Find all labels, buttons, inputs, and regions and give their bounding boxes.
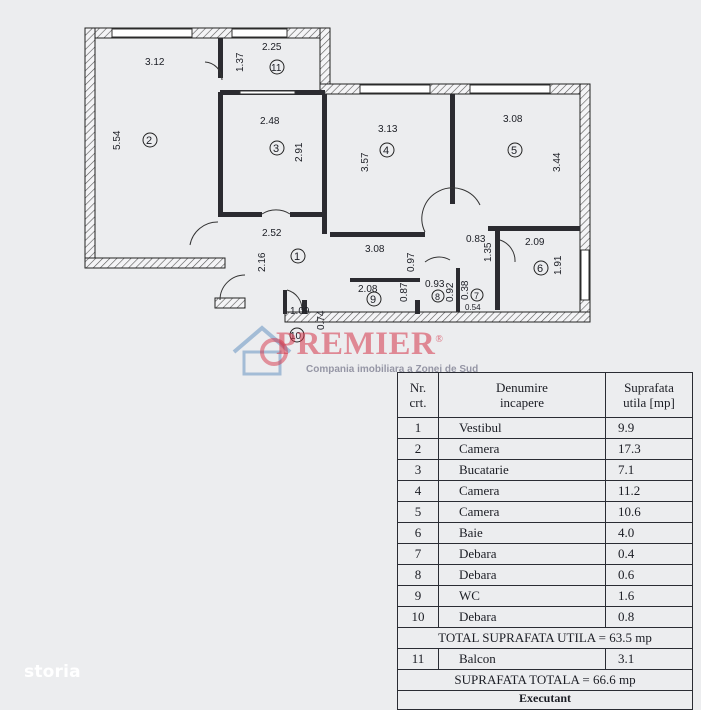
logo-text: PREMIER® <box>276 326 444 362</box>
walls <box>84 27 591 323</box>
dim-label: 0.38 <box>460 280 471 300</box>
room-number: 5 <box>511 145 517 157</box>
room-number: 3 <box>273 143 279 155</box>
dim-label: 2.16 <box>257 252 268 272</box>
dim-label: 0.93 <box>425 279 445 290</box>
dim-label: 2.48 <box>260 116 280 127</box>
dim-label: 3.57 <box>360 152 371 172</box>
dim-label: 3.13 <box>378 124 398 135</box>
room-number: 6 <box>537 263 543 275</box>
room-number: 4 <box>383 145 389 157</box>
dim-label: 0.87 <box>399 282 410 302</box>
dim-label: 2.08 <box>358 284 378 295</box>
executant-row: Executant <box>397 690 693 710</box>
logo-tagline: Compania imobiliara a Zonei de Sud <box>306 364 479 375</box>
room-number: 9 <box>370 294 376 306</box>
room-numbers <box>142 59 549 343</box>
room-number: 2 <box>146 135 152 147</box>
dim-label: 0.74 <box>316 310 327 330</box>
doors <box>189 61 516 311</box>
dim-label: 0.83 <box>466 234 486 245</box>
dim-label: 1.35 <box>483 242 494 262</box>
dim-label: 2.91 <box>294 142 305 162</box>
dim-label: 2.52 <box>262 228 282 239</box>
dim-label: 1.91 <box>553 255 564 275</box>
dim-label: 3.44 <box>552 152 563 172</box>
room-number: 7 <box>474 291 479 301</box>
dim-label: 0.54 <box>465 303 481 312</box>
dim-label: 3.08 <box>503 114 523 125</box>
dim-label: 1.09 <box>290 306 310 317</box>
room-number: 1 <box>294 251 300 263</box>
dim-label: 0.92 <box>445 282 456 302</box>
premier-logo-icon <box>232 325 292 376</box>
header-nr: Nr.crt. <box>397 372 439 418</box>
windows <box>111 28 590 301</box>
dim-label: 2.25 <box>262 42 282 53</box>
dim-label: 3.12 <box>145 57 165 68</box>
interior-walls <box>218 38 580 314</box>
dim-label: 1.37 <box>235 52 246 72</box>
total-useful-row: TOTAL SUPRAFATA UTILA = 63.5 mp <box>397 627 693 649</box>
room-number: 8 <box>435 292 440 302</box>
room-number: 11 <box>271 63 282 74</box>
dimensions: 3.12 5.54 1.37 2.25 2.48 2.91 3.13 3.57 … <box>112 42 564 330</box>
room-number: 10 <box>290 331 302 342</box>
storia-watermark: storia <box>24 662 81 682</box>
total-row: SUPRAFATA TOTALA = 66.6 mp <box>397 669 693 691</box>
dim-label: 2.09 <box>525 237 545 248</box>
dim-label: 5.54 <box>112 130 123 150</box>
dim-label: 3.08 <box>365 244 385 255</box>
room-number-labels: 2 3 4 5 1 6 7 8 9 10 11 <box>146 63 543 342</box>
dim-label: 0.97 <box>406 252 417 272</box>
